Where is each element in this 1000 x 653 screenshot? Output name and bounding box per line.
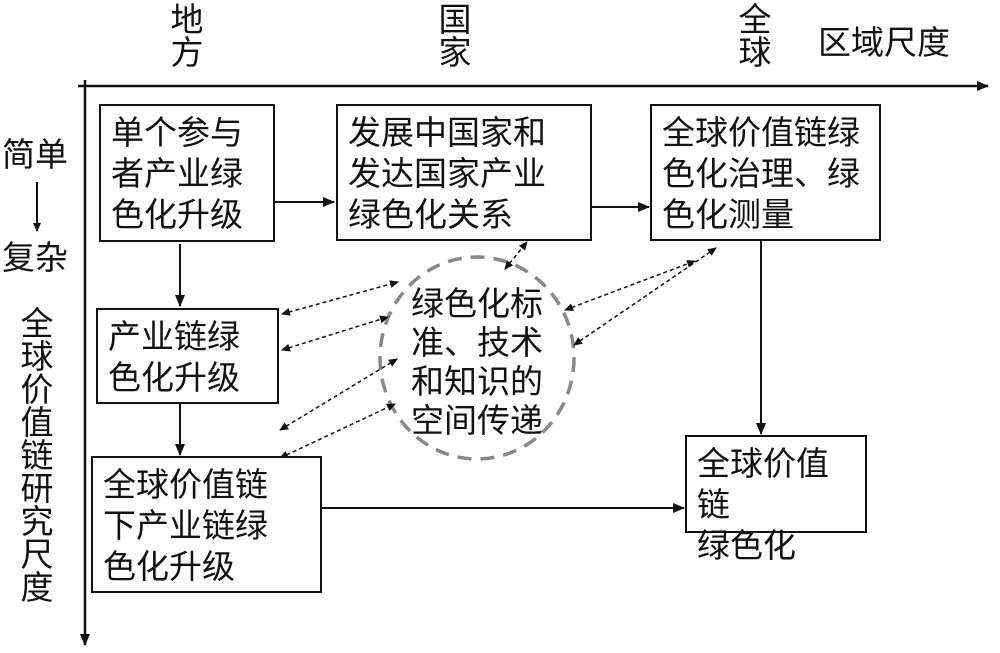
box-developing-developed-text: 发展中国家和 发达国家产业 绿色化关系 (348, 113, 546, 234)
x-tick-global: 全球 (733, 2, 772, 68)
transfer-arrow-global-bottom (573, 247, 717, 346)
box-single-participant-text: 单个参与 者产业绿 色化升级 (111, 113, 243, 234)
transfer-arrow-gvcchain-top (279, 358, 398, 431)
box-gvc-greening-text: 全球价值链 绿色化 (697, 444, 829, 565)
y-axis-simple: 简单 (2, 135, 68, 174)
box-global-governance: 全球价值链绿 色化治理、绿 色化测量 (650, 104, 881, 241)
box-gvc-industry-chain-text: 全球价值链 下产业链绿 色化升级 (103, 465, 268, 586)
box-single-participant: 单个参与 者产业绿 色化升级 (99, 104, 275, 242)
box-industry-chain-text: 产业链绿 色化升级 (108, 317, 240, 397)
box-industry-chain: 产业链绿 色化升级 (96, 308, 279, 404)
x-axis-label: 区域尺度 (818, 23, 950, 62)
box-global-governance-text: 全球价值链绿 色化治理、绿 色化测量 (662, 113, 860, 234)
transfer-arrow-chain-mid (281, 315, 389, 352)
box-gvc-industry-chain: 全球价值链 下产业链绿 色化升级 (91, 456, 322, 593)
y-axis-label: 全球价值链研究尺度 (15, 306, 54, 603)
box-gvc-greening: 全球价值链 绿色化 (685, 435, 867, 565)
transfer-arrow-gvcchain-bottom (279, 403, 396, 459)
y-axis-complex: 复杂 (2, 238, 68, 277)
x-tick-national: 国家 (433, 2, 472, 68)
transfer-arrow-developing (504, 241, 528, 270)
transfer-arrow-global-top (564, 260, 696, 311)
transfer-arrow-chain-top (281, 280, 399, 316)
spatial-transfer-text: 绿色化标 准、技术 和知识的 空间传递 (411, 284, 543, 440)
box-developing-developed: 发展中国家和 发达国家产业 绿色化关系 (336, 104, 592, 241)
x-tick-local: 地方 (165, 2, 204, 68)
spatial-transfer-circle (378, 255, 576, 461)
